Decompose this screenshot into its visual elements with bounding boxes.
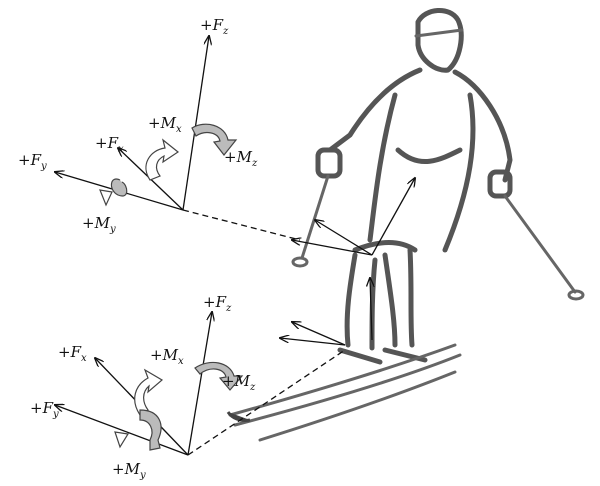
lower-my-moment-icon: [139, 409, 162, 451]
ski-left-bottom: [233, 353, 462, 427]
ankle-force-arrow-2: [292, 322, 346, 346]
skier-knees: [352, 240, 418, 253]
ankle-force-arrow-1: [370, 278, 372, 341]
upper-my-moment-icon: [110, 178, 128, 197]
skier-left-glove: [315, 147, 343, 179]
lower-coordinate-frame: +Fz +Fx +Fy +Mx +Mz +My: [30, 293, 346, 481]
lower-mx-moment-icon: [134, 368, 164, 416]
skier-right-leg: [382, 247, 415, 348]
right-pole: [503, 194, 577, 294]
upper-fy-label: +Fy: [18, 151, 47, 172]
lower-fy-arrow: [55, 405, 189, 456]
lower-mz-moment-icon: [194, 361, 244, 391]
lower-fz-arrow: [187, 312, 212, 456]
left-pole-basket: [291, 256, 309, 268]
upper-mz-moment-icon: [191, 123, 238, 156]
upper-dashed-link: [182, 209, 301, 241]
ski-left-top: [228, 343, 457, 417]
lower-my-arrowhead-icon: [114, 431, 129, 449]
knee-force-arrow-1: [315, 220, 373, 256]
knee-force-arrow-3: [371, 178, 415, 256]
right-pole-basket: [567, 289, 585, 301]
upper-fx-label: +Fx: [95, 134, 124, 155]
skier-right-glove: [487, 169, 513, 199]
skier-left-arm: [327, 67, 423, 153]
upper-my-label: +My: [82, 214, 116, 235]
upper-coordinate-frame: +Fz +Fx +Fy +Mx +Mz +My: [18, 16, 301, 241]
upper-fz-arrow: [182, 36, 209, 211]
left-pole: [300, 174, 330, 260]
upper-mx-moment-icon: [145, 138, 180, 181]
ski-right: [258, 370, 457, 442]
lower-fy-label: +Fy: [30, 399, 59, 420]
upper-mx-label: +Mx: [148, 114, 182, 135]
skier-goggles: [414, 28, 464, 38]
lower-fz-label: +Fz: [203, 293, 232, 314]
skier-head: [415, 8, 464, 73]
skier-illustration: [226, 8, 585, 442]
knee-force-arrow-2: [292, 240, 373, 256]
lower-my-label: +My: [112, 460, 146, 481]
lower-mz-label: +Mz: [222, 372, 256, 393]
skier-right-arm: [452, 69, 513, 183]
skier-jacket-fold: [395, 147, 463, 165]
lower-fx-label: +Fx: [58, 343, 87, 364]
upper-fz-label: +Fz: [200, 16, 229, 37]
upper-mz-label: +Mz: [224, 148, 258, 169]
skier-torso: [367, 92, 476, 253]
ski-tip: [226, 411, 251, 422]
lower-mx-label: +Mx: [150, 346, 184, 367]
ankle-force-arrow-3: [280, 338, 346, 346]
upper-my-arrowhead-icon: [99, 189, 113, 207]
lower-dashed-link: [187, 349, 346, 456]
